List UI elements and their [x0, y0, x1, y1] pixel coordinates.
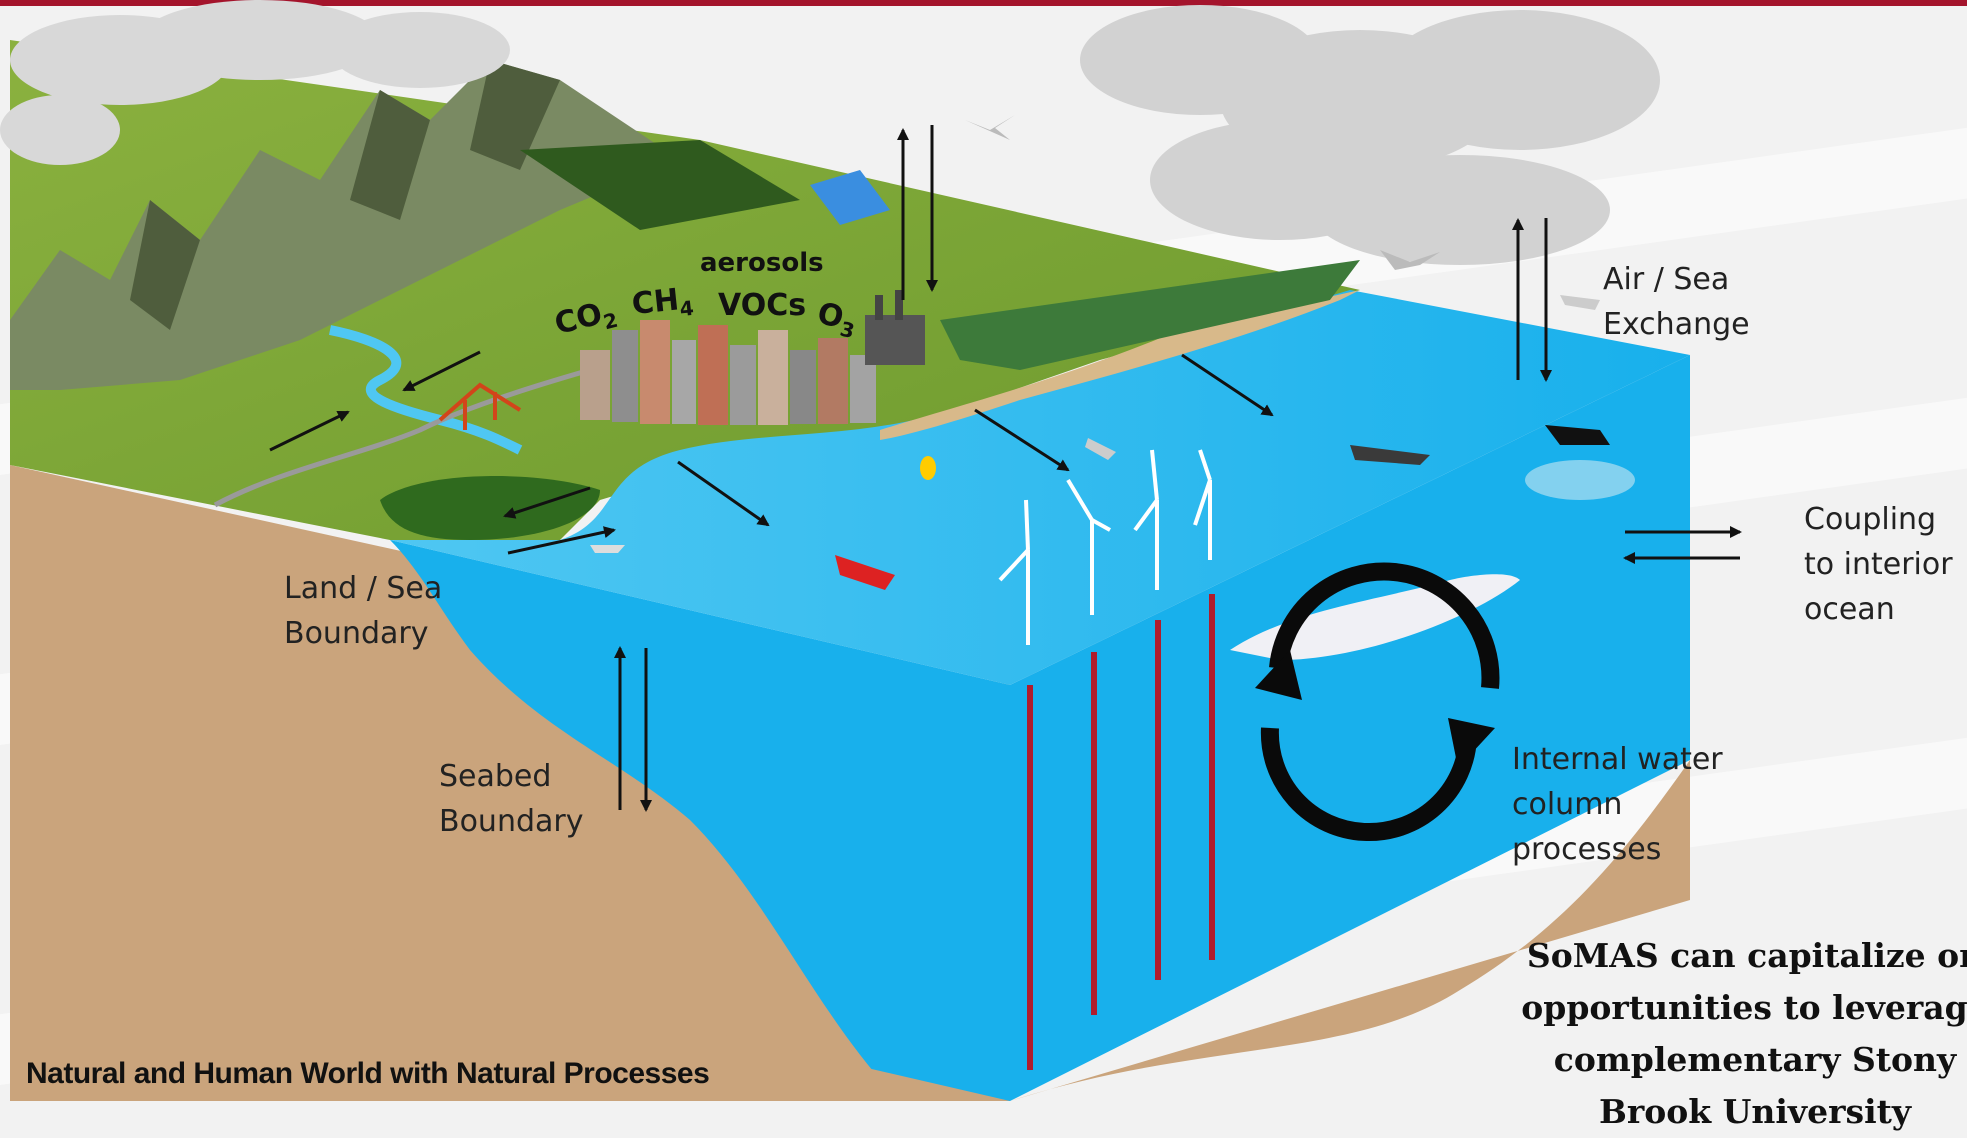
ocean-surface	[390, 290, 1690, 685]
orca	[1545, 425, 1610, 445]
clouds-left	[0, 0, 510, 165]
bridge	[438, 382, 522, 430]
seabed-slope	[10, 870, 1010, 1101]
airplane	[1560, 295, 1600, 310]
mountains	[10, 60, 680, 390]
ocean-side-face	[1010, 355, 1690, 1101]
city	[580, 320, 876, 425]
somas-text: SoMAS can capitalize on opportunities to…	[1521, 936, 1967, 1131]
fishing-vessel	[1350, 445, 1430, 465]
forest	[520, 140, 800, 230]
turbine-piles	[1027, 594, 1215, 1070]
flux-arrows	[269, 125, 1742, 812]
road	[213, 367, 591, 508]
seabed-front	[1010, 760, 1690, 1101]
cargo-ship	[835, 555, 895, 590]
farmland	[940, 260, 1360, 370]
small-boat	[1085, 438, 1116, 460]
drone	[1380, 250, 1440, 270]
clouds-right	[1080, 5, 1660, 265]
small-boat	[590, 545, 625, 553]
circulation-loop	[1255, 562, 1500, 842]
river	[329, 325, 523, 455]
seagull	[965, 115, 1015, 140]
beach	[880, 290, 1360, 440]
figure-caption: Natural and Human World with Natural Pro…	[26, 1057, 710, 1090]
fish-school	[1525, 460, 1635, 500]
solar-panels	[810, 170, 890, 225]
power-plant	[865, 290, 925, 365]
ch4-label: CH4	[630, 282, 695, 323]
accent-bar	[0, 0, 1967, 6]
ocean-cross-section	[390, 540, 1010, 1101]
buoy	[920, 456, 936, 480]
marsh-vegetation	[380, 476, 600, 540]
coastal-block-diagram	[0, 0, 1742, 1101]
aerosols-label: aerosols	[700, 248, 824, 278]
vocs-label: VOCs	[718, 288, 807, 323]
wind-turbines	[998, 449, 1212, 645]
